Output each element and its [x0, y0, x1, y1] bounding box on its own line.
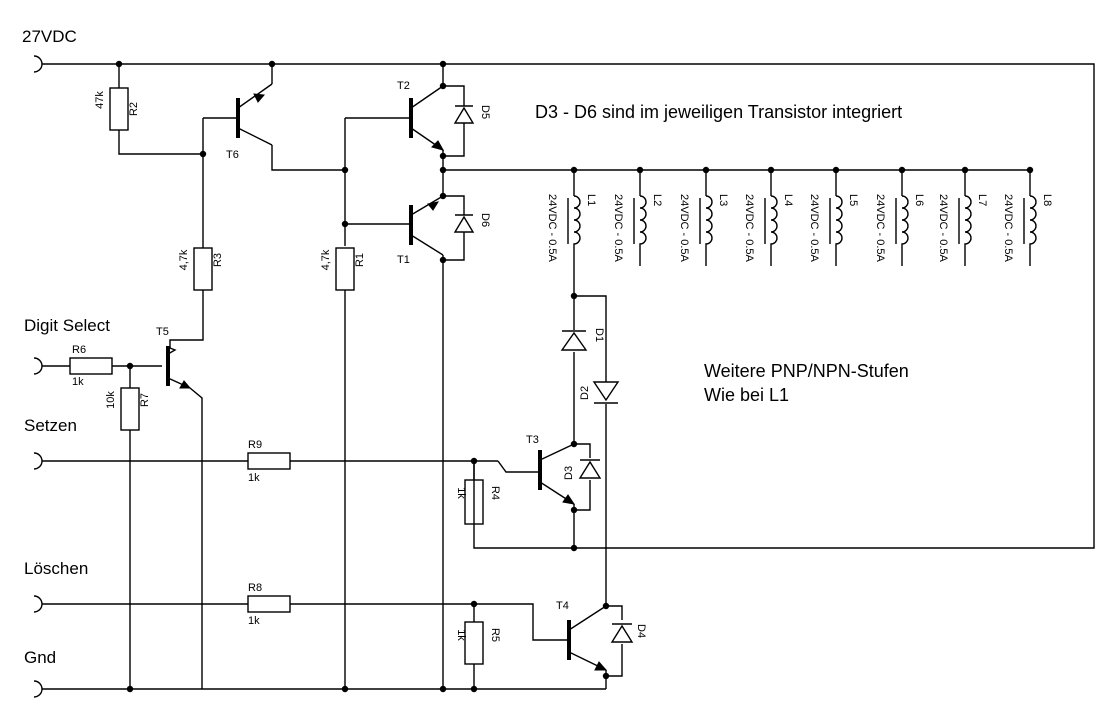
svg-text:L6: L6 [913, 194, 925, 206]
coil-l2: L2 24VDC - 0.5A [612, 194, 663, 263]
svg-text:R8: R8 [248, 582, 262, 594]
svg-text:R7: R7 [139, 393, 151, 407]
transistor-t3: T3 [497, 434, 576, 505]
net-label-digit-select: Digit Select [24, 316, 110, 335]
svg-text:24VDC - 0.5A: 24VDC - 0.5A [546, 194, 558, 263]
svg-text:T6: T6 [226, 149, 239, 161]
diode-d4: D4 [610, 623, 647, 643]
coil-l5: L5 24VDC - 0.5A [808, 194, 859, 263]
note-further-stages-2: Wie bei L1 [704, 385, 789, 405]
svg-text:R3: R3 [212, 253, 224, 267]
resistor-r7: R7 10k [105, 387, 151, 431]
terminal-gnd [33, 680, 43, 698]
diode-d3: D3 [563, 459, 602, 480]
svg-text:1k: 1k [72, 376, 84, 388]
svg-text:24VDC - 0.5A: 24VDC - 0.5A [937, 194, 949, 263]
svg-text:D3: D3 [563, 466, 575, 480]
diode-d6: D6 [453, 205, 491, 240]
svg-text:4,7k: 4,7k [178, 249, 190, 270]
svg-text:T5: T5 [156, 326, 169, 338]
svg-text:24VDC - 0.5A: 24VDC - 0.5A [678, 194, 690, 263]
coil-l8: L8 24VDC - 0.5A [1002, 194, 1053, 263]
terminal-digit-select [33, 357, 43, 375]
svg-text:D2: D2 [579, 386, 591, 400]
svg-text:L4: L4 [782, 194, 794, 206]
svg-text:D1: D1 [593, 328, 605, 342]
svg-text:T2: T2 [397, 80, 410, 92]
svg-text:L5: L5 [847, 194, 859, 206]
terminal-setzen [33, 452, 43, 470]
resistor-r1: R1 4,7k [320, 247, 366, 291]
svg-text:R6: R6 [72, 344, 86, 356]
svg-text:4,7k: 4,7k [320, 249, 332, 270]
diode-d5: D5 [453, 95, 491, 130]
transistor-t5: T5 [156, 326, 192, 389]
transistor-t6: T6 [226, 83, 273, 161]
resistor-r4: R4 1k [455, 479, 501, 525]
note-further-stages-1: Weitere PNP/NPN-Stufen [704, 361, 909, 381]
transistor-t4: T4 [556, 600, 608, 671]
svg-text:T3: T3 [526, 434, 539, 446]
terminal-27vdc [33, 55, 43, 73]
resistor-r9: R9 1k [247, 439, 291, 484]
svg-text:L3: L3 [717, 194, 729, 206]
transistor-t2: T2 [397, 80, 445, 151]
svg-text:L7: L7 [976, 194, 988, 206]
svg-text:R1: R1 [354, 253, 366, 267]
diode-d2: D2 [579, 380, 620, 404]
svg-text:10k: 10k [105, 391, 117, 409]
svg-text:L1: L1 [585, 194, 597, 206]
svg-text:R9: R9 [248, 439, 262, 451]
svg-text:T4: T4 [556, 600, 569, 612]
svg-text:R5: R5 [489, 628, 501, 642]
svg-text:L2: L2 [651, 194, 663, 206]
net-label-gnd: Gnd [24, 648, 56, 667]
svg-text:24VDC - 0.5A: 24VDC - 0.5A [612, 194, 624, 263]
coil-l3: L3 24VDC - 0.5A [678, 194, 729, 263]
resistor-r3: R3 4,7k [178, 247, 224, 291]
transistor-t1: T1 [397, 195, 444, 266]
svg-text:1k: 1k [248, 615, 260, 627]
svg-text:1k: 1k [455, 629, 467, 641]
svg-text:D4: D4 [635, 624, 647, 638]
net-label-loeschen: Löschen [24, 559, 88, 578]
svg-text:24VDC - 0.5A: 24VDC - 0.5A [1002, 194, 1014, 263]
svg-text:R4: R4 [489, 486, 501, 500]
coil-l1: L1 24VDC - 0.5A [546, 194, 597, 263]
coil-l7: L7 24VDC - 0.5A [937, 194, 988, 263]
svg-text:24VDC - 0.5A: 24VDC - 0.5A [874, 194, 886, 263]
diode-d1: D1 [560, 328, 605, 351]
note-integrated-diodes: D3 - D6 sind im jeweiligen Transistor in… [535, 102, 902, 122]
net-label-27vdc: 27VDC [22, 27, 77, 46]
terminal-loeschen [33, 595, 43, 613]
svg-text:1k: 1k [455, 487, 467, 499]
coil-l6: L6 24VDC - 0.5A [874, 194, 925, 263]
net-label-setzen: Setzen [24, 416, 77, 435]
resistor-r8: R8 1k [247, 582, 291, 627]
svg-text:24VDC - 0.5A: 24VDC - 0.5A [808, 194, 820, 263]
resistor-r6: R6 1k [69, 344, 113, 388]
resistor-r2: R2 47k [94, 87, 140, 131]
svg-text:47k: 47k [94, 91, 106, 109]
svg-text:D5: D5 [479, 105, 491, 119]
svg-text:24VDC - 0.5A: 24VDC - 0.5A [743, 194, 755, 263]
svg-text:D6: D6 [479, 213, 491, 227]
wiring [42, 63, 1095, 690]
svg-text:R2: R2 [128, 102, 140, 116]
coil-l4: L4 24VDC - 0.5A [743, 194, 794, 263]
svg-text:T1: T1 [397, 254, 410, 266]
svg-text:L8: L8 [1041, 194, 1053, 206]
resistor-r5: R5 1k [455, 621, 501, 665]
svg-text:1k: 1k [248, 472, 260, 484]
